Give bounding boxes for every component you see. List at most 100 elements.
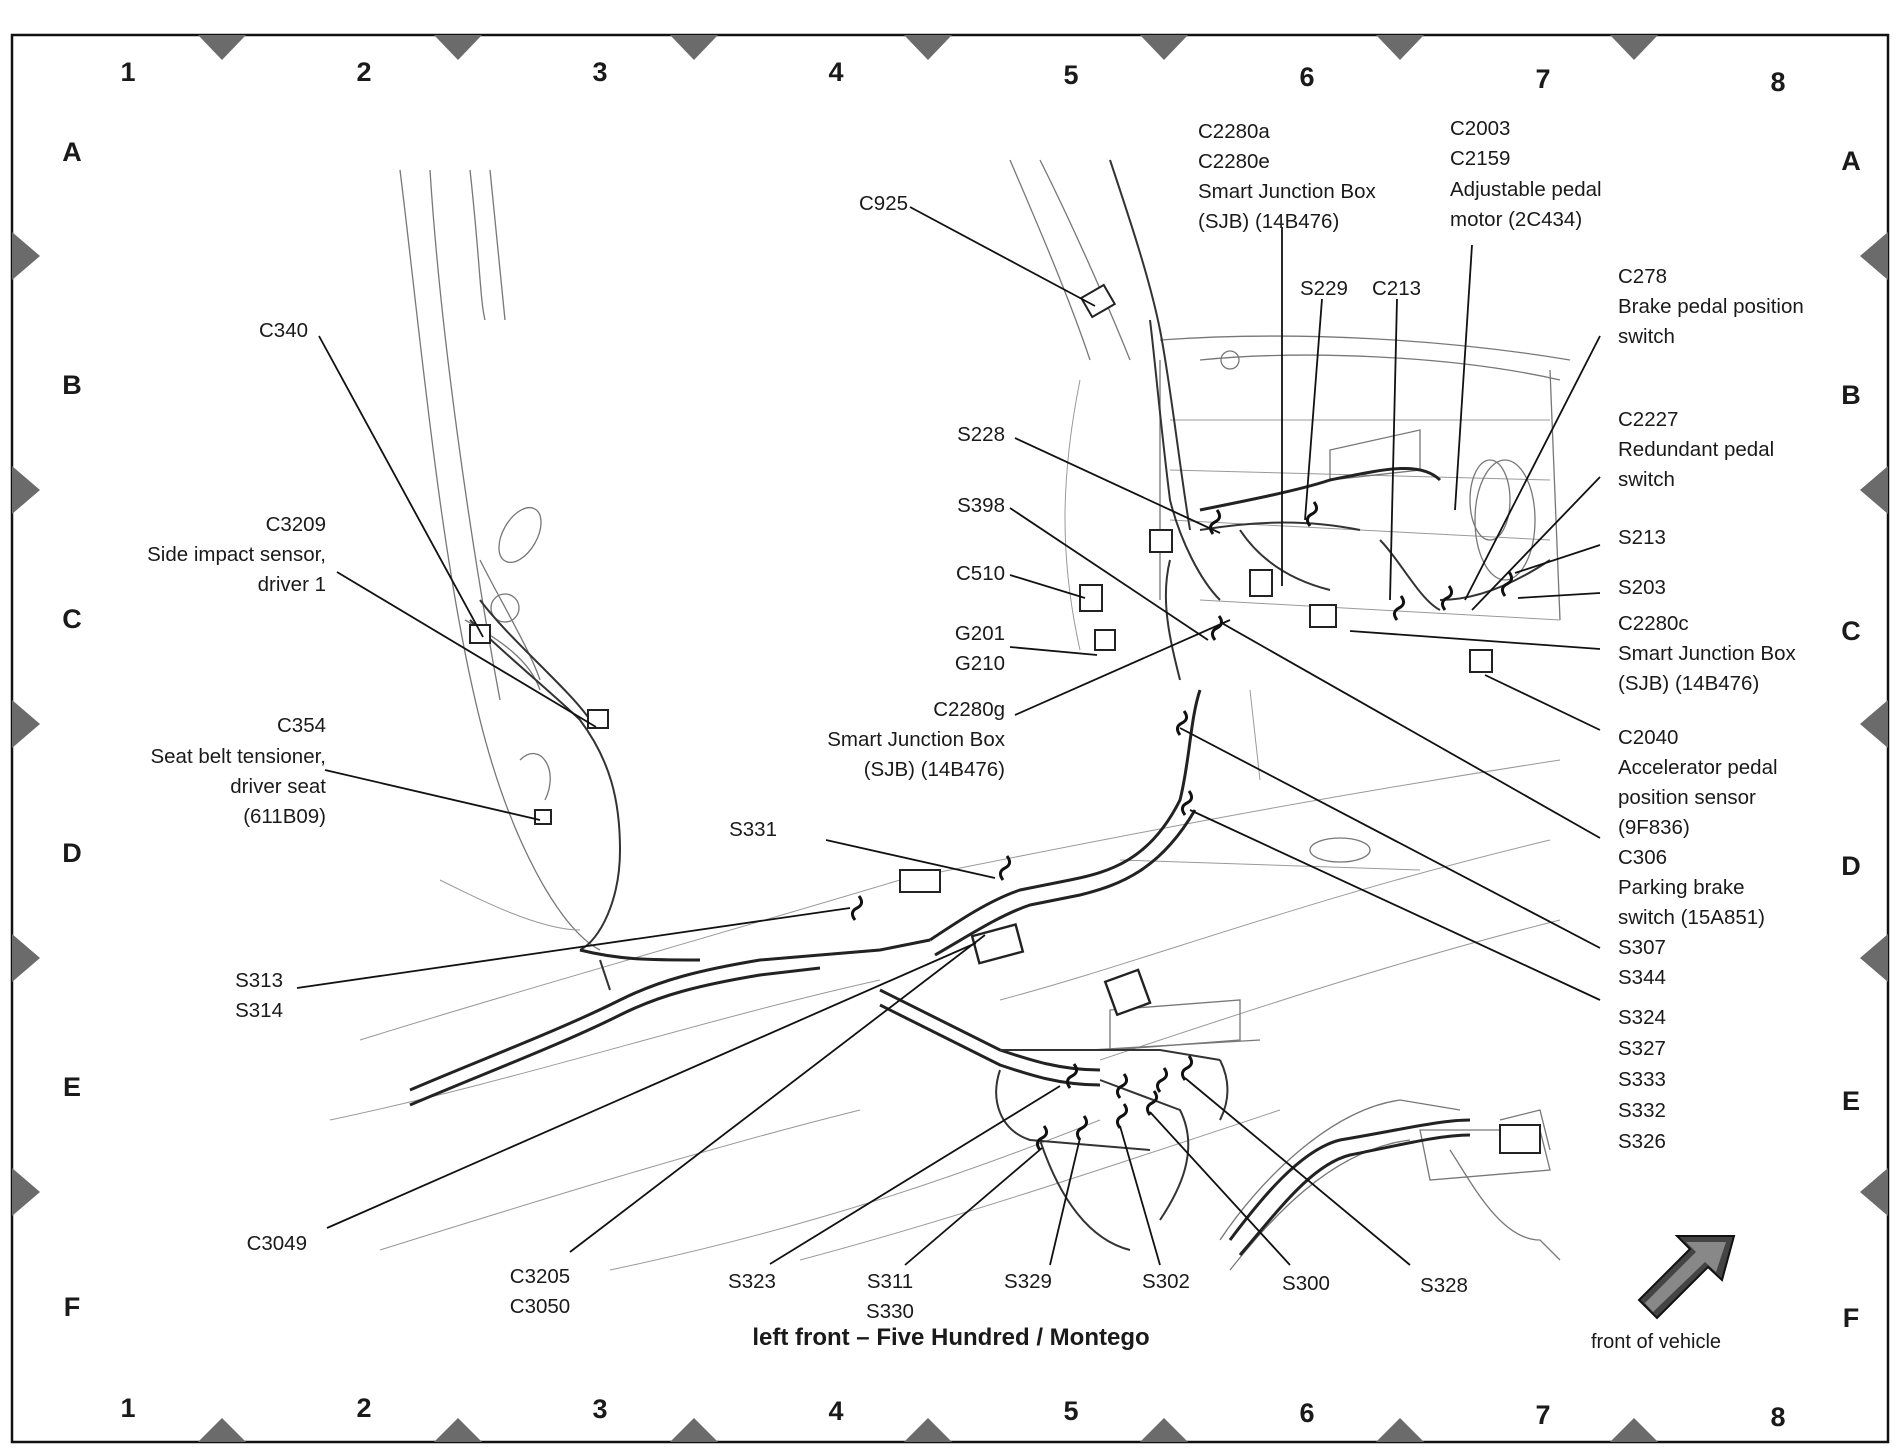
label-app-2: position sensor: [1618, 786, 1756, 809]
label-c213: C213: [1372, 277, 1421, 300]
label-s324: S324: [1618, 1006, 1666, 1029]
label-rps-1: Redundant pedal: [1618, 438, 1774, 461]
label-s333: S333: [1618, 1068, 1666, 1091]
label-bpp-1: Brake pedal position: [1618, 295, 1804, 318]
label-sjb-top-2: (SJB) (14B476): [1198, 210, 1339, 233]
label-s300: S300: [1282, 1272, 1330, 1295]
label-s326: S326: [1618, 1130, 1666, 1153]
leader-lines: [296, 206, 1601, 1266]
grid-row-b-right: B: [1841, 380, 1861, 410]
label-s307: S307: [1618, 936, 1666, 959]
label-c2159: C2159: [1450, 147, 1510, 170]
label-s330: S330: [866, 1300, 914, 1323]
label-s344: S344: [1618, 966, 1666, 989]
label-s327: S327: [1618, 1037, 1666, 1060]
label-c3205: C3205: [510, 1265, 570, 1288]
label-g201: G201: [955, 622, 1005, 645]
label-belt-1: Seat belt tensioner,: [150, 745, 326, 768]
front-of-vehicle-label: front of vehicle: [1591, 1331, 1721, 1353]
label-s314: S314: [235, 999, 283, 1022]
grid-col-7-bottom: 7: [1535, 1400, 1550, 1430]
label-c278: C278: [1618, 265, 1667, 288]
label-c306: C306: [1618, 846, 1667, 869]
grid-row-c-right: C: [1841, 616, 1861, 646]
label-s331: S331: [729, 818, 777, 841]
grid-col-5: 5: [1063, 60, 1078, 90]
grid-col-3: 3: [592, 57, 607, 87]
grid-col-5-bottom: 5: [1063, 1396, 1078, 1426]
grid-col-2-bottom: 2: [356, 1393, 371, 1423]
top-border-markers: [198, 35, 1658, 60]
label-belt-3: (611B09): [243, 805, 326, 828]
label-c2280c: C2280c: [1618, 612, 1689, 635]
label-sjb-right-2: (SJB) (14B476): [1618, 672, 1759, 695]
label-pbs-2: switch (15A851): [1618, 906, 1765, 929]
grid-row-f: F: [64, 1292, 81, 1322]
right-border-markers: [1860, 232, 1888, 1216]
label-app-1: Accelerator pedal: [1618, 756, 1778, 779]
label-c2040: C2040: [1618, 726, 1678, 749]
grid-col-4: 4: [828, 57, 843, 87]
label-c2227: C2227: [1618, 408, 1678, 431]
front-of-vehicle-arrow-icon: [1637, 1235, 1736, 1320]
label-s323: S323: [728, 1270, 776, 1293]
grid-row-c: C: [62, 604, 82, 634]
grid-row-b: B: [62, 370, 82, 400]
label-side-impact-1: Side impact sensor,: [147, 543, 326, 566]
grid-row-e-right: E: [1842, 1086, 1860, 1116]
grid-col-8: 8: [1770, 67, 1785, 97]
grid-row-a: A: [62, 137, 82, 167]
label-rps-2: switch: [1618, 468, 1675, 491]
grid-col-7: 7: [1535, 64, 1550, 94]
label-sjb-top-1: Smart Junction Box: [1198, 180, 1376, 203]
diagram-caption: left front – Five Hundred / Montego: [752, 1324, 1149, 1351]
grid-col-6: 6: [1299, 62, 1314, 92]
label-pedal-motor-2: motor (2C434): [1450, 208, 1582, 231]
label-c925: C925: [859, 192, 908, 215]
vehicle-interior-sketch: [329, 159, 1571, 1271]
label-s398: S398: [957, 494, 1005, 517]
label-s228: S228: [957, 423, 1005, 446]
label-c2280g: C2280g: [933, 698, 1005, 721]
label-s313: S313: [235, 969, 283, 992]
grid-row-d: D: [62, 838, 82, 868]
grid-row-a-right: A: [1841, 146, 1861, 176]
label-s311: S311: [867, 1270, 913, 1293]
grid-row-d-right: D: [1841, 851, 1861, 881]
label-s203: S203: [1618, 576, 1666, 599]
label-c2003: C2003: [1450, 117, 1510, 140]
label-s329: S329: [1004, 1270, 1052, 1293]
grid-col-1: 1: [120, 57, 135, 87]
left-border-markers: [12, 232, 40, 1216]
label-pedal-motor-1: Adjustable pedal: [1450, 178, 1602, 201]
label-c510: C510: [956, 562, 1005, 585]
grid-col-6-bottom: 6: [1299, 1398, 1314, 1428]
label-c2280a: C2280a: [1198, 120, 1270, 143]
label-side-impact-2: driver 1: [258, 573, 326, 596]
label-belt-2: driver seat: [230, 775, 326, 798]
label-c3050: C3050: [510, 1295, 570, 1318]
grid-col-1-bottom: 1: [120, 1393, 135, 1423]
grid-col-3-bottom: 3: [592, 1394, 607, 1424]
label-c3209: C3209: [266, 513, 326, 536]
label-s229: S229: [1300, 277, 1348, 300]
label-c354: C354: [277, 714, 326, 737]
grid-col-4-bottom: 4: [828, 1396, 843, 1426]
grid-columns-top: 1 2 3 4 5 6 7 8: [120, 57, 1785, 97]
grid-col-8-bottom: 8: [1770, 1402, 1785, 1432]
wiring-harness: [409, 159, 1551, 1256]
grid-col-2: 2: [356, 57, 371, 87]
grid-columns-bottom: 1 2 3 4 5 6 7 8: [120, 1393, 1785, 1432]
label-pbs-1: Parking brake: [1618, 876, 1744, 899]
label-s213: S213: [1618, 526, 1666, 549]
label-sjb-right-1: Smart Junction Box: [1618, 642, 1796, 665]
grid-rows-right: A B C D E F: [1841, 146, 1861, 1333]
component-labels: C2280a C2280e Smart Junction Box (SJB) (…: [147, 117, 1804, 1323]
label-s328: S328: [1420, 1274, 1468, 1297]
bottom-border-markers: [198, 1418, 1658, 1442]
grid-row-f-right: F: [1843, 1303, 1860, 1333]
label-sjb-left-2: (SJB) (14B476): [864, 758, 1005, 781]
label-g210: G210: [955, 652, 1005, 675]
label-s302: S302: [1142, 1270, 1190, 1293]
